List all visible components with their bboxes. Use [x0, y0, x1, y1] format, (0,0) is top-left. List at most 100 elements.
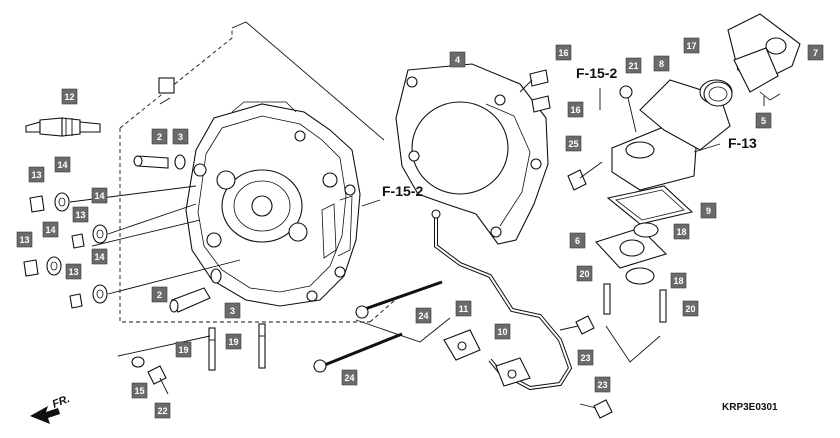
callout-box: [341, 369, 358, 386]
callout-box: [16, 231, 33, 248]
cylinder-head-gasket: [395, 63, 549, 245]
callout-16: 16: [567, 101, 584, 118]
callout-number: 24: [344, 373, 354, 383]
callout-number: 20: [579, 269, 589, 279]
callout-15: 15: [131, 382, 148, 399]
callout-10: 10: [494, 323, 511, 340]
callout-24: 24: [341, 369, 358, 386]
callout-19: 19: [175, 341, 192, 358]
pipe-bolts: [559, 315, 613, 419]
callout-14: 14: [91, 248, 108, 265]
washer-bolt: [117, 335, 211, 395]
callout-number: 21: [628, 61, 638, 71]
dowel-pins: [519, 69, 551, 113]
callout-number: 19: [228, 337, 238, 347]
callout-box: [683, 37, 700, 54]
callout-number: 15: [134, 386, 144, 396]
callout-number: 8: [659, 59, 664, 69]
callout-2: 2: [151, 128, 168, 145]
callout-14: 14: [91, 187, 108, 204]
callout-box: [565, 135, 582, 152]
callout-number: 14: [94, 191, 104, 201]
callout-number: 2: [157, 290, 162, 300]
intake-studs: [603, 283, 667, 363]
callout-box: [577, 349, 594, 366]
callout-number: 6: [575, 236, 580, 246]
callout-box: [91, 187, 108, 204]
spark-plug: [25, 117, 101, 137]
callout-13: 13: [16, 231, 33, 248]
callout-number: 13: [75, 210, 85, 220]
callout-box: [567, 101, 584, 118]
callout-number: 16: [558, 48, 568, 58]
callout-number: 13: [19, 235, 29, 245]
manifold-bolt: [567, 161, 603, 191]
callout-6: 6: [569, 232, 586, 249]
o-rings: [625, 222, 659, 285]
callout-18: 18: [673, 223, 690, 240]
callout-box: [54, 156, 71, 173]
callout-number: 3: [230, 306, 235, 316]
callout-box: [172, 128, 189, 145]
callout-box: [670, 272, 687, 289]
callout-box: [555, 44, 572, 61]
callout-13: 13: [65, 263, 82, 280]
callout-box: [455, 300, 472, 317]
reference-f-15-2-top: F-15-2: [576, 65, 617, 81]
callout-number: 18: [676, 227, 686, 237]
callout-number: 7: [813, 48, 818, 58]
intake-joint: [727, 13, 801, 106]
callout-number: 20: [685, 304, 695, 314]
callout-box: [494, 323, 511, 340]
callout-number: 14: [94, 252, 104, 262]
callout-box: [175, 341, 192, 358]
valve-guide-upper: [133, 155, 169, 169]
callout-21: 21: [625, 57, 642, 74]
callout-box: [225, 333, 242, 350]
callout-20: 20: [682, 300, 699, 317]
callout-13: 13: [72, 206, 89, 223]
callout-13: 13: [28, 166, 45, 183]
callout-box: [65, 263, 82, 280]
valve-guide-lower: [169, 287, 211, 313]
oil-pipe: [431, 209, 573, 391]
callout-number: 9: [706, 206, 711, 216]
callout-14: 14: [42, 221, 59, 238]
callout-24: 24: [415, 307, 432, 324]
arrow-icon: [30, 406, 60, 424]
callout-number: 11: [459, 304, 469, 314]
callout-box: [569, 232, 586, 249]
front-direction-indicator: FR.: [30, 393, 72, 424]
callout-box: [755, 112, 772, 129]
callout-19: 19: [225, 333, 242, 350]
callout-box: [151, 286, 168, 303]
callout-number: 14: [45, 225, 55, 235]
callout-box: [682, 300, 699, 317]
callout-17: 17: [683, 37, 700, 54]
callout-box: [594, 376, 611, 393]
callout-3: 3: [224, 302, 241, 319]
callout-number: 18: [673, 276, 683, 286]
callout-23: 23: [577, 349, 594, 366]
callout-box: [154, 402, 171, 419]
callout-7: 7: [807, 44, 824, 61]
callout-box: [72, 206, 89, 223]
callout-number: 14: [57, 160, 67, 170]
cylinder-head-frame: [119, 21, 396, 323]
callout-box: [151, 128, 168, 145]
callout-number: 2: [157, 132, 162, 142]
callout-number: 4: [455, 55, 460, 65]
callout-number: 3: [178, 132, 183, 142]
callout-box: [42, 221, 59, 238]
callout-box: [807, 44, 824, 61]
callout-25: 25: [565, 135, 582, 152]
callout-box: [700, 202, 717, 219]
callout-23: 23: [594, 376, 611, 393]
callout-16: 16: [555, 44, 572, 61]
callout-number: 16: [570, 105, 580, 115]
callout-number: 5: [761, 116, 766, 126]
callout-box: [28, 166, 45, 183]
callout-22: 22: [154, 402, 171, 419]
